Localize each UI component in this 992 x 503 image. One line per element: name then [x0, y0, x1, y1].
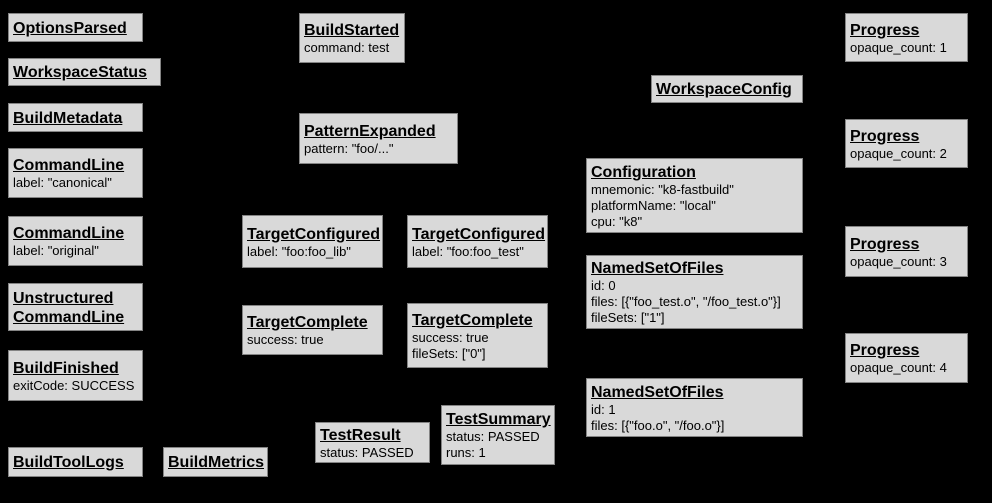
node-attribute: files: [{"foo.o", "/foo.o"}]: [591, 417, 725, 433]
node-title: TargetComplete: [247, 314, 368, 331]
node-title: NamedSetOfFiles: [591, 260, 724, 277]
node-title: TargetConfigured: [412, 225, 546, 243]
node-progress-1: Progress opaque_count: 1: [845, 13, 968, 62]
node-build-finished: BuildFinished exitCode: SUCCESS: [8, 350, 143, 401]
node-title: TargetConfigured: [247, 225, 381, 243]
node-attribute: label: "canonical": [13, 175, 112, 190]
node-workspace-config: WorkspaceConfig: [651, 75, 803, 103]
node-title: Progress: [850, 127, 920, 145]
node-attribute: label: "foo:foo_lib": [247, 243, 351, 259]
node-title: PatternExpanded: [304, 122, 436, 140]
node-attribute: cpu: "k8": [591, 213, 643, 229]
node-build-metadata: BuildMetadata: [8, 103, 143, 132]
node-named-set-of-files-1: NamedSetOfFiles id: 1 files: [{"foo.o", …: [586, 378, 803, 437]
node-unstructured-command-line: Unstructured CommandLine: [8, 283, 143, 331]
node-title: OptionsParsed: [13, 19, 127, 37]
node-attribute: files: [{"foo_test.o", "/foo_test.o"}]: [591, 294, 781, 309]
node-attribute: label: "foo:foo_test": [412, 243, 524, 259]
node-pattern-expanded: PatternExpanded pattern: "foo/...": [299, 113, 458, 164]
node-attribute: success: true: [247, 332, 324, 347]
node-test-result: TestResult status: PASSED: [315, 422, 430, 463]
node-attribute: label: "original": [13, 243, 99, 258]
node-command-line-canonical: CommandLine label: "canonical": [8, 148, 143, 198]
node-title: BuildMetadata: [13, 109, 123, 127]
node-target-complete-foo-lib: TargetComplete success: true: [242, 305, 383, 355]
node-target-complete-foo-test: TargetComplete success: true fileSets: […: [407, 303, 548, 368]
node-title: TargetComplete: [412, 311, 533, 329]
node-attribute: status: PASSED: [320, 444, 414, 460]
node-build-metrics: BuildMetrics: [163, 447, 268, 477]
node-configuration: Configuration mnemonic: "k8-fastbuild" p…: [586, 158, 803, 233]
node-attribute: opaque_count: 2: [850, 145, 947, 161]
node-title: BuildToolLogs: [13, 454, 124, 471]
node-title: TestResult: [320, 426, 401, 444]
node-attribute: mnemonic: "k8-fastbuild": [591, 181, 734, 197]
node-title: Progress: [850, 342, 920, 359]
node-workspace-status: WorkspaceStatus: [8, 58, 161, 86]
node-title: BuildStarted: [304, 22, 400, 39]
node-attribute: command: test: [304, 40, 390, 55]
node-attribute: opaque_count: 1: [850, 39, 947, 55]
node-attribute: pattern: "foo/...": [304, 140, 394, 156]
node-title: NamedSetOfFiles: [591, 383, 724, 401]
node-title: WorkspaceConfig: [656, 81, 792, 98]
node-progress-3: Progress opaque_count: 3: [845, 226, 968, 277]
node-title: CommandLine: [13, 308, 125, 326]
node-build-started: BuildStarted command: test: [299, 13, 405, 63]
node-attribute: platformName: "local": [591, 197, 716, 213]
node-build-tool-logs: BuildToolLogs: [8, 447, 143, 477]
node-attribute: status: PASSED: [446, 429, 540, 444]
node-attribute: opaque_count: 4: [850, 360, 947, 375]
node-title: BuildMetrics: [168, 454, 265, 471]
node-attribute: id: 1: [591, 401, 616, 417]
node-title: Configuration: [591, 163, 696, 181]
node-target-configured-foo-lib: TargetConfigured label: "foo:foo_lib": [242, 215, 383, 268]
node-title: Unstructured: [13, 289, 114, 307]
node-progress-2: Progress opaque_count: 2: [845, 119, 968, 168]
node-title: CommandLine: [13, 225, 125, 242]
node-title: Progress: [850, 235, 920, 253]
node-title: WorkspaceStatus: [13, 64, 147, 81]
node-command-line-original: CommandLine label: "original": [8, 216, 143, 266]
node-test-summary: TestSummary status: PASSED runs: 1: [441, 405, 555, 465]
node-named-set-of-files-0: NamedSetOfFiles id: 0 files: [{"foo_test…: [586, 255, 803, 329]
node-title: BuildFinished: [13, 359, 119, 377]
node-progress-4: Progress opaque_count: 4: [845, 333, 968, 383]
node-attribute: fileSets: ["0"]: [412, 345, 486, 361]
node-attribute: success: true: [412, 329, 489, 345]
node-attribute: opaque_count: 3: [850, 253, 947, 269]
node-attribute: runs: 1: [446, 445, 486, 460]
node-attribute: id: 0: [591, 278, 616, 293]
node-title: TestSummary: [446, 411, 551, 428]
node-options-parsed: OptionsParsed: [8, 13, 143, 42]
node-attribute: fileSets: ["1"]: [591, 310, 665, 325]
node-title: Progress: [850, 21, 920, 39]
node-attribute: exitCode: SUCCESS: [13, 377, 135, 393]
node-title: CommandLine: [13, 157, 125, 174]
node-target-configured-foo-test: TargetConfigured label: "foo:foo_test": [407, 215, 548, 268]
